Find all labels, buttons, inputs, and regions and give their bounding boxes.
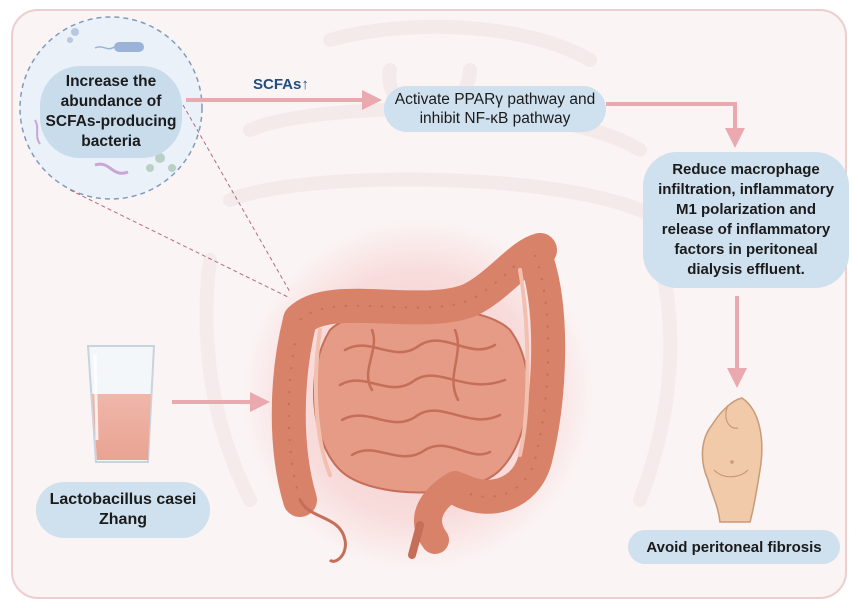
abdomen-icon (701, 397, 763, 523)
magnify-line-bottom (69, 189, 291, 299)
magnify-line-top (182, 104, 291, 293)
lactobacillus-label: Lactobacillus casei Zhang (36, 482, 210, 538)
scfas-increase-label: SCFAs↑ (253, 76, 309, 93)
avoid-fibrosis-label: Avoid peritoneal fibrosis (628, 530, 840, 564)
bacteria-icon (34, 28, 176, 175)
ppar-pathway-label: Activate PPARγ pathway and inhibit NF-κB… (384, 86, 606, 132)
flow-arrows (172, 90, 747, 412)
macrophage-reduction-label: Reduce macrophage infiltration, inflamma… (643, 152, 849, 288)
body-silhouette-icon (199, 19, 678, 507)
arrow-ppar-to-reduce (606, 102, 745, 148)
glass-icon (86, 345, 156, 463)
bacteria-abundance-label: Increase the abundance of SCFAs-producin… (40, 66, 182, 158)
intestine-icon (271, 233, 566, 563)
